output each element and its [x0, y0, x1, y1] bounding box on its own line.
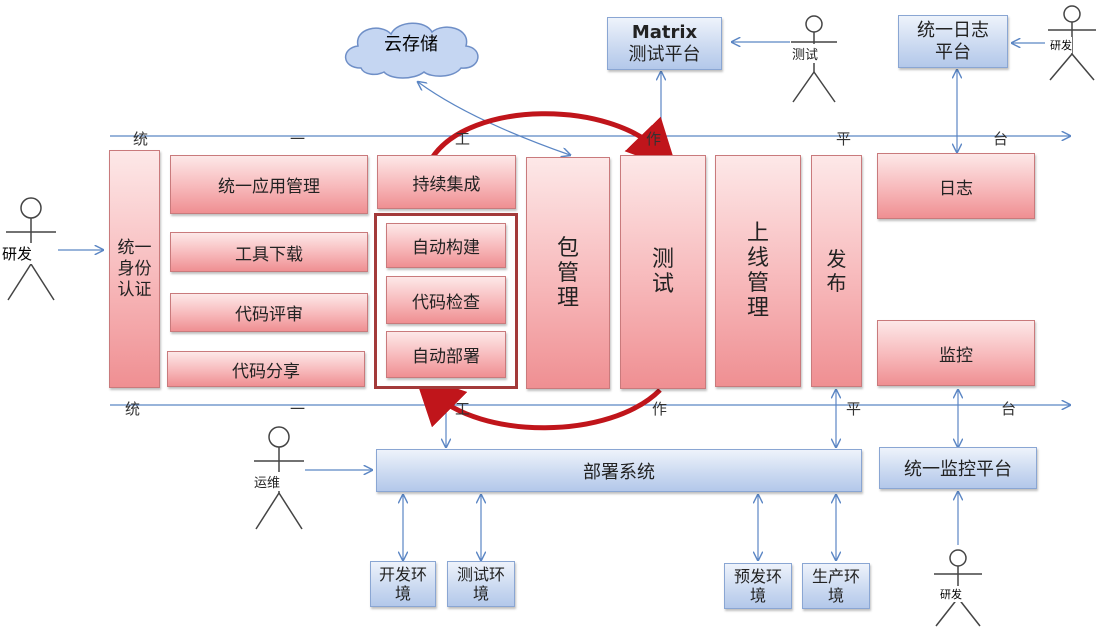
deploy-system-box[interactable]: 部署系统 [376, 449, 862, 492]
platform-top-char-1: 统 [133, 130, 149, 148]
platform-bottom-char-1: 统 [125, 400, 141, 418]
platform-bottom-char-6: 台 [1001, 400, 1017, 418]
monitor-platform-box[interactable]: 统一监控平台 [879, 447, 1037, 489]
code-check-box[interactable]: 代码检查 [386, 276, 506, 324]
dev-env-label: 开发环境 [378, 565, 427, 603]
test-env-box[interactable]: 测试环境 [447, 561, 515, 607]
platform-bottom-char-4: 作 [652, 400, 668, 418]
publish-column[interactable]: 发布 [811, 155, 862, 387]
log-platform[interactable]: 统一日志 平台 [898, 15, 1008, 68]
developer-bottom-right-icon [934, 549, 982, 627]
platform-top-char-4: 作 [646, 130, 662, 148]
tool-download-box[interactable]: 工具下载 [170, 232, 368, 272]
platform-bottom-char-5: 平 [846, 400, 862, 418]
matrix-subtitle: 测试平台 [628, 43, 701, 65]
code-share-box[interactable]: 代码分享 [167, 351, 365, 387]
log-platform-line1: 统一日志 [917, 19, 989, 41]
matrix-title: Matrix [631, 21, 698, 43]
package-management-label: 包管理 [556, 235, 579, 311]
tester-label: 测试 [792, 44, 819, 63]
package-management-column[interactable]: 包管理 [526, 157, 610, 389]
platform-top-char-6: 台 [993, 130, 1009, 148]
pre-env-label: 预发环境 [733, 567, 782, 605]
platform-bottom-char-3: 工 [455, 400, 471, 418]
monitor-box[interactable]: 监控 [877, 320, 1035, 386]
ops-label: 运维 [254, 472, 281, 491]
cycle-arrow-top [429, 111, 678, 170]
platform-top-char-2: 一 [290, 130, 306, 148]
code-review-box[interactable]: 代码评审 [170, 293, 368, 332]
testing-column[interactable]: 测试 [620, 155, 706, 389]
publish-label: 发布 [826, 247, 847, 295]
log-box[interactable]: 日志 [877, 153, 1035, 219]
unified-auth[interactable]: 统一身份认证 [109, 150, 160, 388]
test-env-label: 测试环境 [456, 565, 505, 603]
developer-top-right-icon [1048, 5, 1096, 81]
developer-top-right-label: 研发 [1050, 37, 1072, 53]
release-management-label: 上线管理 [746, 221, 769, 321]
developer-bottom-right-label: 研发 [940, 586, 962, 602]
prod-env-label: 生产环境 [811, 567, 860, 605]
pre-env-box[interactable]: 预发环境 [724, 563, 792, 609]
platform-bottom-char-2: 一 [290, 400, 306, 418]
cloud-storage-label: 云存储 [384, 34, 438, 55]
unified-auth-label: 统一身份认证 [117, 237, 152, 300]
auto-deploy-box[interactable]: 自动部署 [386, 331, 506, 378]
platform-top-char-5: 平 [836, 130, 852, 148]
developer-left-label: 研发 [2, 243, 33, 264]
continuous-integration-box[interactable]: 持续集成 [377, 155, 516, 209]
developer-left-icon [6, 197, 56, 301]
log-platform-line2: 平台 [935, 41, 971, 63]
cloud-arrow [418, 82, 570, 155]
release-management-column[interactable]: 上线管理 [715, 155, 801, 387]
platform-top-char-3: 工 [455, 130, 471, 148]
cycle-arrow-bottom [414, 374, 662, 431]
ops-icon [254, 426, 304, 530]
testing-label: 测试 [651, 247, 674, 297]
auto-build-box[interactable]: 自动构建 [386, 223, 506, 268]
cloud-icon [344, 22, 479, 79]
matrix-test-platform[interactable]: Matrix 测试平台 [607, 17, 722, 70]
prod-env-box[interactable]: 生产环境 [802, 563, 870, 609]
app-management-box[interactable]: 统一应用管理 [170, 155, 368, 214]
dev-env-box[interactable]: 开发环境 [370, 561, 436, 607]
